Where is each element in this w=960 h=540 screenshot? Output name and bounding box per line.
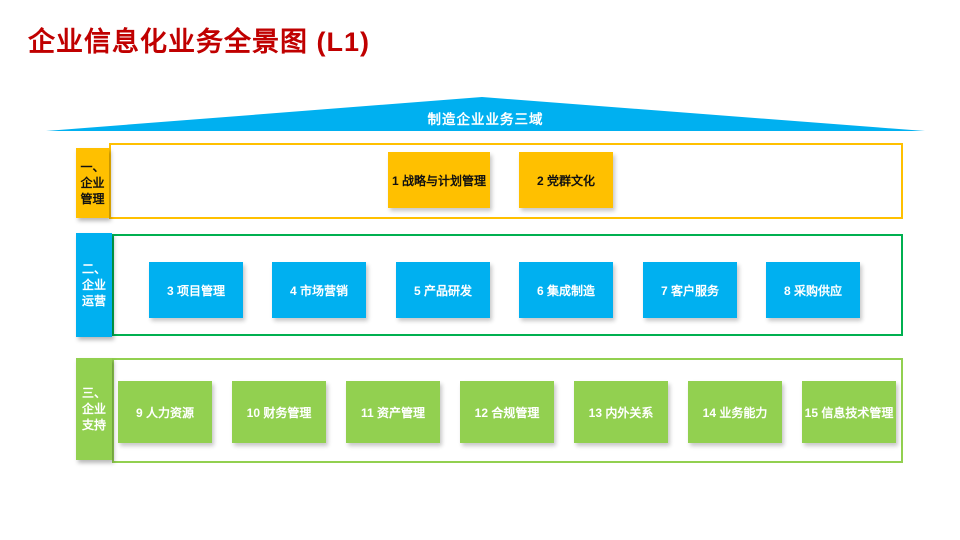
band-label-enterprise-management: 一、企业管理 bbox=[76, 148, 109, 218]
band-label-line: 企业 bbox=[80, 176, 105, 190]
business-box-enterprise-support-7: 15 信息技术管理 bbox=[802, 381, 896, 443]
business-box-enterprise-management-1: 1 战略与计划管理 bbox=[388, 152, 490, 208]
business-box-enterprise-support-5: 13 内外关系 bbox=[574, 381, 668, 443]
page-title: 企业信息化业务全景图 (L1) bbox=[28, 27, 370, 57]
band-label-line: 企业 bbox=[81, 402, 106, 416]
band-label-line: 三、 bbox=[81, 386, 106, 400]
business-box-enterprise-operations-3: 5 产品研发 bbox=[396, 262, 490, 318]
band-label-line: 二、 bbox=[81, 262, 106, 276]
band-label-enterprise-operations: 二、企业运营 bbox=[76, 233, 112, 337]
business-box-enterprise-operations-2: 4 市场营销 bbox=[272, 262, 366, 318]
band-label-enterprise-support: 三、企业支持 bbox=[76, 358, 112, 460]
band-label-line: 企业 bbox=[81, 278, 106, 292]
roof-banner: 制造企业业务三域 bbox=[46, 97, 925, 131]
business-box-enterprise-support-6: 14 业务能力 bbox=[688, 381, 782, 443]
business-box-enterprise-support-4: 12 合规管理 bbox=[460, 381, 554, 443]
business-box-enterprise-operations-6: 8 采购供应 bbox=[766, 262, 860, 318]
band-label-line: 支持 bbox=[81, 418, 106, 432]
band-enterprise-management bbox=[109, 143, 903, 219]
band-label-line: 一、 bbox=[80, 160, 105, 174]
roof-banner-label: 制造企业业务三域 bbox=[427, 112, 544, 127]
business-box-enterprise-support-3: 11 资产管理 bbox=[346, 381, 440, 443]
business-box-enterprise-support-1: 9 人力资源 bbox=[118, 381, 212, 443]
business-box-enterprise-support-2: 10 财务管理 bbox=[232, 381, 326, 443]
band-label-line: 运营 bbox=[81, 294, 106, 308]
business-box-enterprise-operations-4: 6 集成制造 bbox=[519, 262, 613, 318]
band-label-line: 管理 bbox=[80, 192, 105, 206]
business-box-enterprise-operations-5: 7 客户服务 bbox=[643, 262, 737, 318]
business-box-enterprise-operations-1: 3 项目管理 bbox=[149, 262, 243, 318]
business-box-enterprise-management-2: 2 党群文化 bbox=[519, 152, 613, 208]
